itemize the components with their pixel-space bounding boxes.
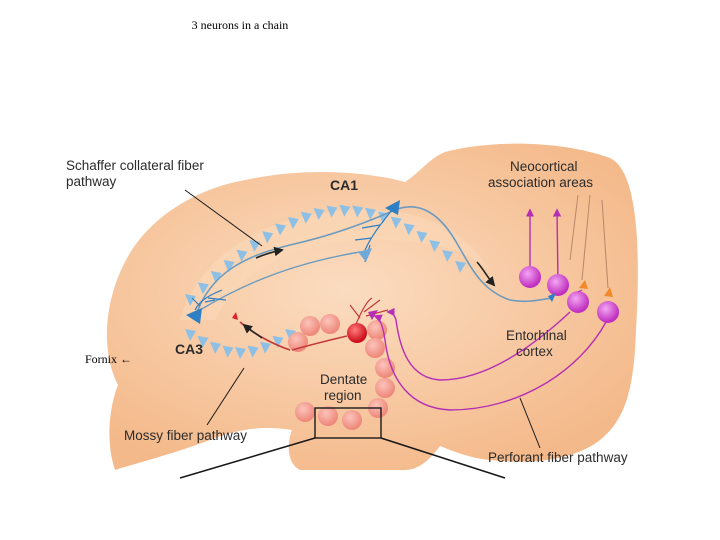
schaffer-arrow: [255, 246, 284, 259]
pyramidal-cell-7: [275, 223, 286, 236]
pyramidal-cell-23: [197, 335, 209, 348]
ca1-output-arrow: [476, 261, 496, 287]
pyramidal-cell-16: [390, 216, 402, 229]
schaffer-pointer-line: [184, 189, 263, 247]
pyramidal-cell-14: [365, 207, 376, 220]
perforant-pathway-2: [373, 314, 607, 411]
label-entorhinal-line1: Entorhinal: [506, 328, 567, 343]
pyramidal-cell-2: [210, 271, 222, 284]
magnification-line-left: [179, 437, 316, 479]
pyramidal-cell-25: [222, 345, 234, 358]
pyramidal-cell-10: [313, 207, 325, 220]
pyramidal-cell-9: [300, 211, 312, 224]
magnification-line-right: [380, 437, 506, 479]
label-mossy-pathway: Mossy fiber pathway: [124, 428, 247, 443]
granule-cell-5: [375, 378, 395, 398]
pyramidal-cell-3: [223, 260, 235, 273]
pyramidal-cell-6: [262, 231, 274, 244]
hippocampus-tissue: [52, 143, 638, 471]
pyramidal-cell-1: [197, 282, 209, 295]
pyramidal-cell-4: [236, 249, 248, 262]
pyramidal-cell-11: [326, 205, 338, 218]
pyramidal-cell-13: [352, 205, 364, 218]
pyramidal-cell-26: [235, 347, 246, 359]
mossy-terminal: [232, 312, 238, 320]
ca1-neuron: [354, 200, 400, 263]
pyramidal-cell-29: [272, 335, 284, 348]
granule-cell-3: [365, 338, 385, 358]
pyramidal-cell-18: [416, 231, 428, 244]
label-dentate-line1: Dentate: [320, 372, 367, 387]
mossy-fiber-arrow: [242, 323, 263, 339]
schaffer-collateral-axon: [194, 206, 553, 319]
pyramidal-cell-0: [185, 294, 196, 306]
entorhinal-neurons: [519, 194, 619, 323]
label-neocortical-line1: Neocortical: [510, 159, 578, 174]
pyramidal-cell-21: [455, 260, 466, 273]
pyramidal-cell-28: [260, 341, 271, 354]
ca3-to-ca1-axon: [199, 251, 361, 311]
ca3-neuron: [186, 289, 227, 324]
granule-cell-0: [300, 316, 320, 336]
pyramidal-cell-20: [442, 250, 454, 263]
label-ca3: CA3: [175, 341, 203, 357]
pyramidal-cell-17: [403, 223, 415, 236]
granule-cell-1: [320, 314, 340, 334]
mossy-pointer-line: [206, 367, 245, 426]
perforant-pathway-1: [386, 307, 571, 381]
pyramidal-cell-27: [247, 345, 259, 358]
magnification-box: [314, 407, 382, 439]
pyramidal-cell-19: [429, 240, 441, 253]
slide-title: 3 neurons in a chain: [191, 18, 289, 32]
granule-cell-8: [318, 406, 338, 426]
perforant-pointer-line: [519, 397, 541, 449]
fornix-label: Fornix ←: [85, 352, 133, 366]
pyramidal-cell-8: [287, 216, 299, 229]
perforant-terminal: [368, 310, 378, 320]
granule-cell-7: [295, 402, 315, 422]
label-dentate-line2: region: [324, 388, 362, 403]
label-perforant-pathway: Perforant fiber pathway: [488, 450, 628, 465]
label-neocortical-line2: association areas: [488, 175, 593, 190]
pyramidal-cell-24: [210, 341, 221, 354]
pyramidal-cell-12: [339, 204, 351, 217]
label-schaffer-line1: Schaffer collateral fiber: [66, 158, 204, 173]
granule-cell-9: [342, 410, 362, 430]
hippocampus-inner-band: [180, 209, 490, 320]
label-ca1: CA1: [330, 177, 358, 193]
pyramidal-cell-layer: [185, 204, 466, 359]
dentate-granule-cells: [288, 314, 395, 430]
pyramidal-cell-22: [185, 329, 196, 341]
label-schaffer-line2: pathway: [66, 174, 117, 189]
dentate-granule-neuron: [291, 297, 389, 351]
pyramidal-cell-30: [285, 329, 296, 341]
label-entorhinal-line2: cortex: [516, 344, 553, 359]
